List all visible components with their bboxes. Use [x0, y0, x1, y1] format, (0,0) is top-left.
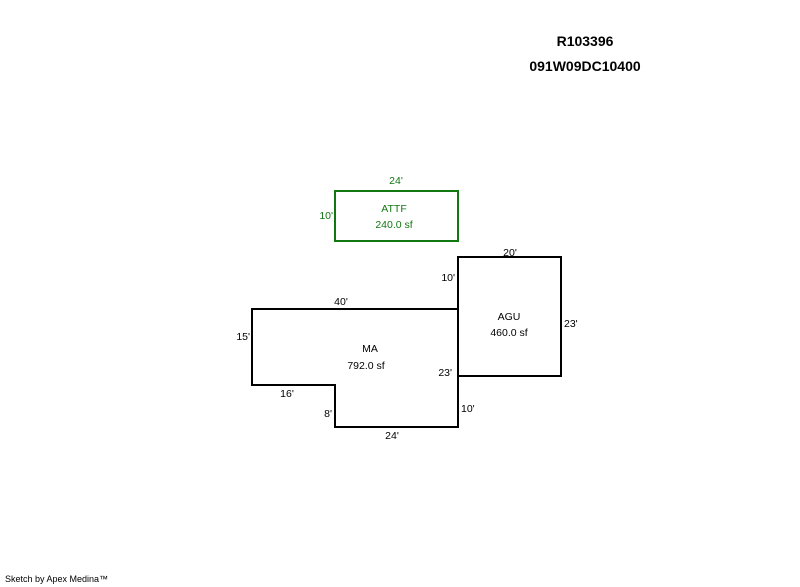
- ma-area: MA 792.0 sf 40' 15' 16' 8' 24' 10': [236, 296, 474, 442]
- ma-dim-step-bottom: 16': [280, 388, 294, 400]
- agu-area: AGU 460.0 sf 20' 23' 10' 23': [438, 247, 577, 379]
- agu-dim-top: 20': [503, 247, 517, 259]
- attf-dim-left: 10': [319, 210, 333, 222]
- attf-area-value: 240.0 sf: [375, 219, 412, 231]
- agu-dim-left-upper: 10': [441, 272, 455, 284]
- attf-area: ATTF 240.0 sf 24' 10': [319, 175, 459, 242]
- attf-label: ATTF: [381, 203, 406, 215]
- attf-dim-top: 24': [389, 175, 403, 187]
- agu-dim-left-lower: 23': [438, 367, 452, 379]
- ma-outline: [251, 308, 459, 428]
- attf-outline: [334, 190, 459, 242]
- agu-area-value: 460.0 sf: [490, 327, 527, 339]
- sketch-credit: Sketch by Apex Medina™: [5, 574, 109, 584]
- ma-dim-left: 15': [236, 331, 250, 343]
- agu-label: AGU: [498, 311, 521, 323]
- parcel-id: R103396: [556, 33, 614, 49]
- ma-dim-step-side: 8': [324, 408, 332, 420]
- ma-dim-right-lower: 10': [461, 403, 475, 415]
- ma-dim-top: 40': [334, 296, 348, 308]
- ma-label: MA: [362, 343, 378, 355]
- ma-dim-bottom: 24': [385, 430, 399, 442]
- map-number: 091W09DC10400: [529, 58, 641, 74]
- agu-dim-right: 23': [564, 318, 578, 330]
- ma-area-value: 792.0 sf: [347, 360, 384, 372]
